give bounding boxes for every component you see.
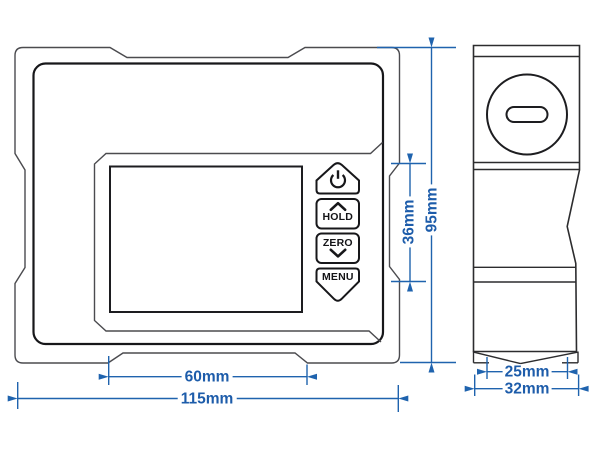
power-icon — [329, 170, 347, 189]
dimension-label-overall-depth: 32mm — [502, 380, 552, 398]
dimension-label-display-width: 60mm — [181, 369, 233, 385]
dimension-label-overall-width: 115mm — [177, 391, 237, 407]
control-panel-recess — [93, 141, 383, 343]
side-view — [472, 44, 581, 365]
zero-button-label: ZERO — [322, 236, 353, 249]
chevron-down-icon — [329, 248, 347, 258]
front-view — [14, 46, 401, 364]
power-button — [315, 162, 360, 195]
menu-button-label: MENU — [321, 270, 354, 283]
base-notch — [472, 351, 579, 365]
hold-button — [315, 198, 360, 230]
dimension-label-body-depth: 25mm — [502, 363, 552, 381]
dimension-label-overall-height: 95mm — [423, 184, 440, 236]
display-screen — [109, 165, 303, 313]
hold-button-label: HOLD — [322, 210, 354, 223]
chevron-up-icon — [329, 201, 347, 212]
zero-button — [315, 232, 360, 264]
dimension-label-keypad-height: 36mm — [400, 196, 417, 248]
coin-slot — [505, 106, 549, 123]
menu-button — [315, 267, 360, 302]
